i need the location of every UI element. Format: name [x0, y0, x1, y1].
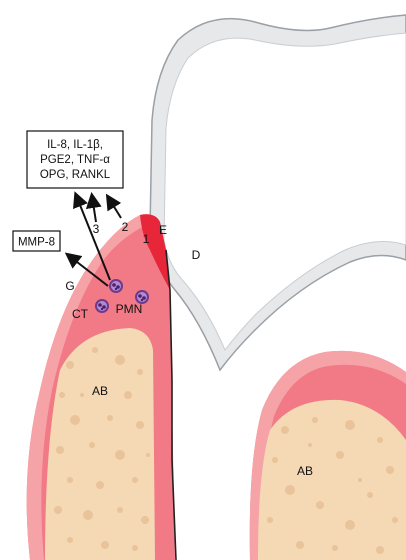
arrow-to-cytokines-3: [108, 197, 121, 218]
cytokine-box: IL-8, IL-1β, PGE2, TNF-α OPG, RANKL: [27, 131, 123, 188]
arrow-to-cytokines-2: [92, 196, 96, 222]
label-1: 1: [143, 232, 150, 246]
cytokine-line-2: PGE2, TNF-α: [40, 154, 110, 166]
pmn-cell: [95, 299, 109, 313]
mmp8-label: MMP-8: [18, 237, 55, 249]
alveolar-bone-right: [258, 400, 406, 560]
label-pmn: PMN: [116, 302, 143, 316]
cytokine-line-1: IL-8, IL-1β,: [47, 139, 103, 151]
label-enamel: E: [159, 223, 167, 237]
label-3: 3: [93, 222, 100, 236]
label-alveolar-bone-right: AB: [297, 464, 313, 478]
label-alveolar-bone-left: AB: [92, 384, 108, 398]
label-dentin: D: [192, 248, 201, 262]
label-gingiva: G: [65, 279, 74, 293]
label-2: 2: [122, 220, 129, 234]
label-connective-tissue: CT: [72, 307, 89, 321]
pmn-cell: [109, 279, 123, 293]
cytokine-line-3: OPG, RANKL: [40, 169, 111, 181]
mmp8-box: MMP-8: [13, 231, 60, 251]
